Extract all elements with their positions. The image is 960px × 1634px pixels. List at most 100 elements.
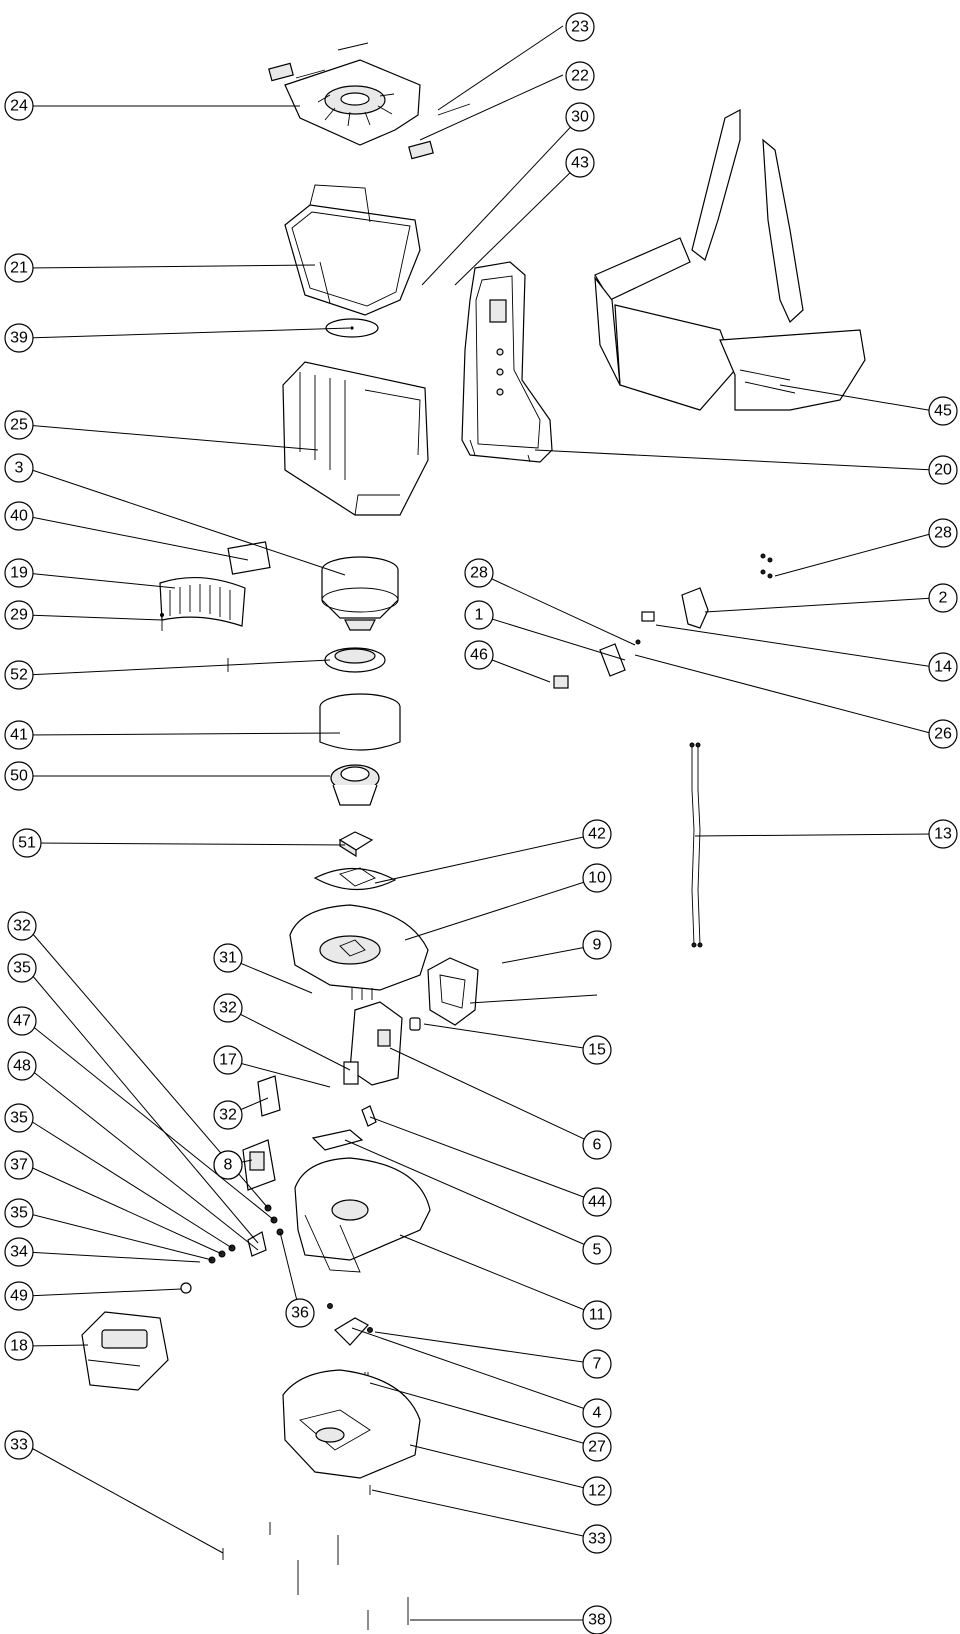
callout-27: 27 bbox=[582, 1432, 612, 1462]
part-rocker-46 bbox=[553, 675, 569, 689]
callout-circle bbox=[4, 1103, 34, 1133]
callout-28: 28 bbox=[464, 558, 494, 588]
callout-circle bbox=[582, 1130, 612, 1160]
callout-number: 36 bbox=[291, 1305, 309, 1322]
part-filter-pad-40 bbox=[227, 541, 271, 575]
part-button-14 bbox=[641, 611, 655, 622]
callout-circle bbox=[582, 1349, 612, 1379]
callout-number: 29 bbox=[10, 607, 28, 624]
callout-circle bbox=[928, 819, 958, 849]
callout-circle bbox=[7, 911, 37, 941]
callout-22: 22 bbox=[565, 61, 595, 91]
callout-number: 17 bbox=[219, 1052, 237, 1069]
callout-circle bbox=[213, 943, 243, 973]
callout-17: 17 bbox=[213, 1045, 243, 1075]
callout-number: 41 bbox=[10, 727, 28, 744]
callout-number: 23 bbox=[571, 19, 589, 36]
callout-number: 32 bbox=[219, 1107, 237, 1124]
callout-circle bbox=[7, 1051, 37, 1081]
callout-49: 49 bbox=[4, 1281, 34, 1311]
callout-circle bbox=[565, 12, 595, 42]
callout-number: 13 bbox=[934, 826, 952, 843]
callout-number: 25 bbox=[10, 417, 28, 434]
callout-number: 18 bbox=[10, 1338, 28, 1355]
callout-circle bbox=[928, 719, 958, 749]
part-latch-4 bbox=[327, 1303, 373, 1346]
callout-14: 14 bbox=[928, 652, 958, 682]
callout-circle bbox=[928, 518, 958, 548]
callout-23: 23 bbox=[565, 12, 595, 42]
callout-number: 14 bbox=[934, 659, 952, 676]
part-base-12 bbox=[282, 1369, 421, 1479]
part-seal-42 bbox=[313, 867, 397, 891]
part-contact-17 bbox=[343, 1061, 359, 1085]
callout-3: 3 bbox=[4, 453, 34, 483]
callout-26: 26 bbox=[928, 719, 958, 749]
part-housing-25 bbox=[282, 361, 429, 516]
callout-34: 34 bbox=[4, 1237, 34, 1267]
callout-circle bbox=[565, 102, 595, 132]
leader-lines bbox=[25, 25, 935, 1621]
callout-number: 5 bbox=[593, 1242, 602, 1259]
callout-number: 34 bbox=[10, 1244, 28, 1261]
callout-45: 45 bbox=[928, 396, 958, 426]
callout-circle bbox=[582, 1187, 612, 1217]
part-spacer-15 bbox=[409, 1017, 421, 1031]
part-mount-51 bbox=[338, 831, 374, 858]
callout-4: 4 bbox=[582, 1398, 612, 1428]
callout-number: 33 bbox=[588, 1531, 606, 1548]
part-wire-harness-13 bbox=[689, 742, 703, 948]
callout-number: 10 bbox=[588, 870, 606, 887]
callout-35: 35 bbox=[4, 1103, 34, 1133]
callout-circle bbox=[4, 253, 34, 283]
part-board-8 bbox=[242, 1139, 276, 1191]
callout-circle bbox=[464, 600, 494, 630]
callout-circle bbox=[4, 1237, 34, 1267]
callout-circle bbox=[12, 828, 42, 858]
callout-circle bbox=[7, 953, 37, 983]
callout-number: 3 bbox=[15, 460, 24, 477]
callout-31: 31 bbox=[213, 943, 243, 973]
callout-circle bbox=[4, 1150, 34, 1180]
callout-number: 50 bbox=[10, 768, 28, 785]
part-switch-assembly-6 bbox=[349, 988, 403, 1086]
callout-number: 19 bbox=[10, 565, 28, 582]
part-back-plate-20 bbox=[461, 261, 553, 463]
part-motor-50 bbox=[330, 764, 380, 806]
callout-50: 50 bbox=[4, 761, 34, 791]
callout-number: 49 bbox=[10, 1288, 28, 1305]
callout-36: 36 bbox=[285, 1298, 315, 1328]
callout-52: 52 bbox=[4, 660, 34, 690]
callout-11: 11 bbox=[582, 1300, 612, 1330]
callout-number: 43 bbox=[571, 155, 589, 172]
callout-circle bbox=[4, 501, 34, 531]
callout-19: 19 bbox=[4, 558, 34, 588]
callout-circle bbox=[582, 863, 612, 893]
callout-circle bbox=[582, 1035, 612, 1065]
part-switch-1 bbox=[599, 643, 626, 677]
callout-circle bbox=[4, 761, 34, 791]
part-screws-28 bbox=[635, 553, 773, 645]
callout-circle bbox=[213, 1045, 243, 1075]
callout-circle bbox=[582, 819, 612, 849]
callout-47: 47 bbox=[7, 1006, 37, 1036]
part-small-hardware-left bbox=[180, 1204, 284, 1294]
callout-circle bbox=[928, 396, 958, 426]
callout-circle bbox=[4, 91, 34, 121]
callout-circle bbox=[582, 1235, 612, 1265]
callout-30: 30 bbox=[565, 102, 595, 132]
callout-42: 42 bbox=[582, 819, 612, 849]
callout-number: 31 bbox=[219, 950, 237, 967]
callout-circle bbox=[582, 1432, 612, 1462]
callout-24: 24 bbox=[4, 91, 34, 121]
callout-number: 9 bbox=[593, 937, 602, 954]
callout-number: 35 bbox=[13, 960, 31, 977]
part-sleeve-41 bbox=[319, 693, 401, 751]
callout-35: 35 bbox=[4, 1198, 34, 1228]
callout-37: 37 bbox=[4, 1150, 34, 1180]
callout-number: 1 bbox=[475, 607, 484, 624]
callout-number: 21 bbox=[10, 260, 28, 277]
callout-number: 52 bbox=[10, 667, 28, 684]
part-terminal-44 bbox=[361, 1105, 377, 1127]
